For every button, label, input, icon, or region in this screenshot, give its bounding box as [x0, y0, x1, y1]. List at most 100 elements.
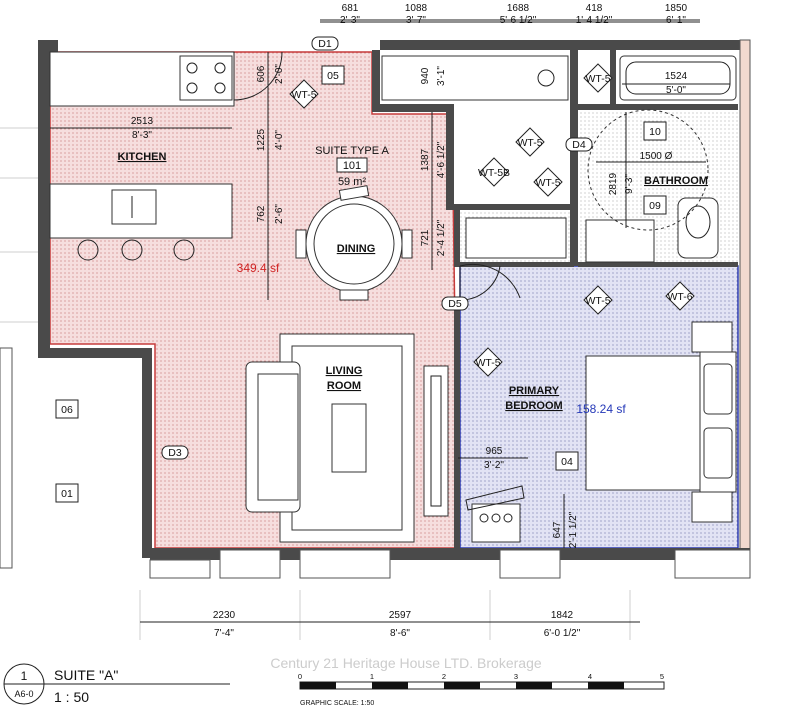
dim-2819-mm: 2819: [608, 172, 619, 195]
room-label-kitchen: KITCHEN: [118, 151, 167, 163]
dim-top-c-ft: 5'-6 1/2": [500, 15, 537, 26]
tags: D1 D3 D4 D5 05 10 09 04 06 01 WT-5 WT-5 …: [55, 36, 695, 503]
dim-bottom-a-mm: 2230: [213, 610, 236, 621]
scale-tick-4: 4: [588, 672, 592, 681]
dim-762-ft: 2'-6": [274, 204, 285, 224]
door-tag-d3: D3: [168, 447, 182, 459]
washer-icon: [471, 503, 521, 543]
wt-tag-1: WT-5: [291, 89, 316, 101]
dim-kitchen-ft: 8'-3": [132, 130, 152, 141]
dim-940-mm: 940: [420, 67, 431, 84]
scale-tick-3: 3: [514, 672, 518, 681]
door-tag-d5: D5: [448, 298, 462, 310]
door-tag-d4: D4: [572, 139, 586, 151]
walls: [38, 39, 751, 561]
room-label-living-2: ROOM: [327, 380, 361, 392]
dim-1387-ft: 4'-6 1/2": [436, 141, 447, 178]
dim-turning-circle: 1500 Ø: [640, 151, 673, 162]
suite-area: 59 m²: [338, 176, 366, 188]
suite-name: SUITE TYPE A: [315, 145, 389, 157]
dim-bottom-c-ft: 6'-0 1/2": [544, 628, 581, 639]
dim-721-mm: 721: [420, 229, 431, 246]
wt-tag-6: WT-5: [475, 357, 500, 369]
dim-647-mm: 647: [552, 521, 563, 538]
room-labels: KITCHEN DINING LIVING ROOM BATHROOM PRIM…: [118, 145, 708, 416]
top-dimensions: 681 2'-3" 1088 3'-7" 1688 5'-6 1/2" 418 …: [320, 3, 700, 26]
dim-762-mm: 762: [256, 205, 267, 222]
dim-940-ft: 3'-1": [436, 66, 447, 86]
wt-tag-8: WT-6: [667, 291, 692, 303]
dim-2819-ft: 9'-3": [624, 174, 635, 194]
tag-09: 09: [649, 200, 661, 212]
wall-type-tags: WT-5 WT-5 WT-5 WT-5 WT-5 WT-5 WT-5B WT-6: [289, 63, 695, 377]
tag-10: 10: [649, 126, 661, 138]
door-tag-d1: D1: [318, 38, 332, 50]
tag-04: 04: [561, 456, 573, 468]
scale-tick-1: 1: [370, 672, 374, 681]
dim-top-e-ft: 6'-1": [666, 15, 686, 26]
graphic-scale-label: GRAPHIC SCALE: 1:50: [300, 700, 374, 707]
inner-dimensions: 2513 8'-3" 606 2'-0" 1225 4'-0" 762 2'-6…: [50, 52, 730, 548]
kitchen-counters: [49, 51, 235, 261]
title-number: 1: [21, 669, 28, 683]
dim-top-c-mm: 1688: [507, 3, 530, 14]
living-furniture: [245, 333, 449, 543]
room-label-bathroom: BATHROOM: [644, 175, 708, 187]
tag-05: 05: [327, 70, 339, 82]
main-area-label: 349.4 sf: [237, 261, 280, 275]
grid-lines: [0, 127, 631, 640]
room-label-living-1: LIVING: [326, 365, 363, 377]
dining-table: [295, 185, 413, 301]
scale-tick-2: 2: [442, 672, 446, 681]
title-name: SUITE "A": [54, 667, 118, 683]
dim-top-b-mm: 1088: [405, 3, 428, 14]
dim-1225-ft: 4'-0": [274, 130, 285, 150]
dim-bottom-a-ft: 7'-4": [214, 628, 234, 639]
wt-tag-3: WT-5: [517, 137, 542, 149]
dim-kitchen-mm: 2513: [131, 116, 154, 127]
title-sheet: A6-0: [14, 689, 33, 699]
tag-06: 06: [61, 404, 73, 416]
dim-laundry-mm: 965: [486, 446, 503, 457]
room-label-bedroom-2: BEDROOM: [505, 400, 562, 412]
scale-tick-5: 5: [660, 672, 664, 681]
windows: [0, 347, 751, 579]
dim-606-ft: 2'-0": [274, 64, 285, 84]
dim-bottom-c-mm: 1842: [551, 610, 574, 621]
room-label-bedroom-1: PRIMARY: [509, 385, 560, 397]
title-scale: 1 : 50: [54, 689, 89, 705]
dim-top-a-ft: 2'-3": [340, 15, 360, 26]
bedroom-furniture: [465, 217, 737, 543]
wt-tag-2: WT-5: [585, 73, 610, 85]
dim-606-mm: 606: [256, 65, 267, 82]
dim-top-b-ft: 3'-7": [406, 15, 426, 26]
dim-bottom-b-mm: 2597: [389, 610, 412, 621]
bedroom-area-label: 158.24 sf: [576, 402, 626, 416]
scale-tick-0: 0: [298, 672, 302, 681]
watermark: Century 21 Heritage House LTD. Brokerage: [270, 655, 542, 671]
dim-top-d-ft: 1'-4 1/2": [576, 15, 613, 26]
tag-01: 01: [61, 488, 73, 500]
dim-laundry-ft: 3'-2": [484, 460, 504, 471]
dim-top-a-mm: 681: [342, 3, 359, 14]
dim-top-e-mm: 1850: [665, 3, 688, 14]
graphic-scale: 0 1 2 3 4 5 GRAPHIC SCALE: 1:50: [298, 672, 665, 707]
dim-1387-mm: 1387: [420, 148, 431, 171]
dim-647-ft: 2'-1 1/2": [568, 511, 579, 548]
wt-tag-4: WT-5: [535, 177, 560, 189]
dim-1225-mm: 1225: [256, 128, 267, 151]
dim-top-d-mm: 418: [586, 3, 603, 14]
dim-721-ft: 2'-4 1/2": [436, 219, 447, 256]
bathroom-fixtures: [381, 55, 737, 263]
wt-tag-7: WT-5B: [478, 167, 510, 179]
sink-icon: [111, 189, 157, 225]
bottom-dimensions: 2230 7'-4" 2597 8'-6" 1842 6'-0 1/2": [140, 610, 640, 639]
room-label-dining: DINING: [337, 243, 376, 255]
dim-tub-ft: 5'-0": [666, 85, 686, 96]
stove-icon: [179, 55, 233, 101]
dim-bottom-b-ft: 8'-6": [390, 628, 410, 639]
dim-tub-mm: 1524: [665, 71, 688, 82]
title-block: 1 A6-0 SUITE "A" 1 : 50: [3, 663, 230, 705]
suite-number: 101: [343, 160, 361, 172]
